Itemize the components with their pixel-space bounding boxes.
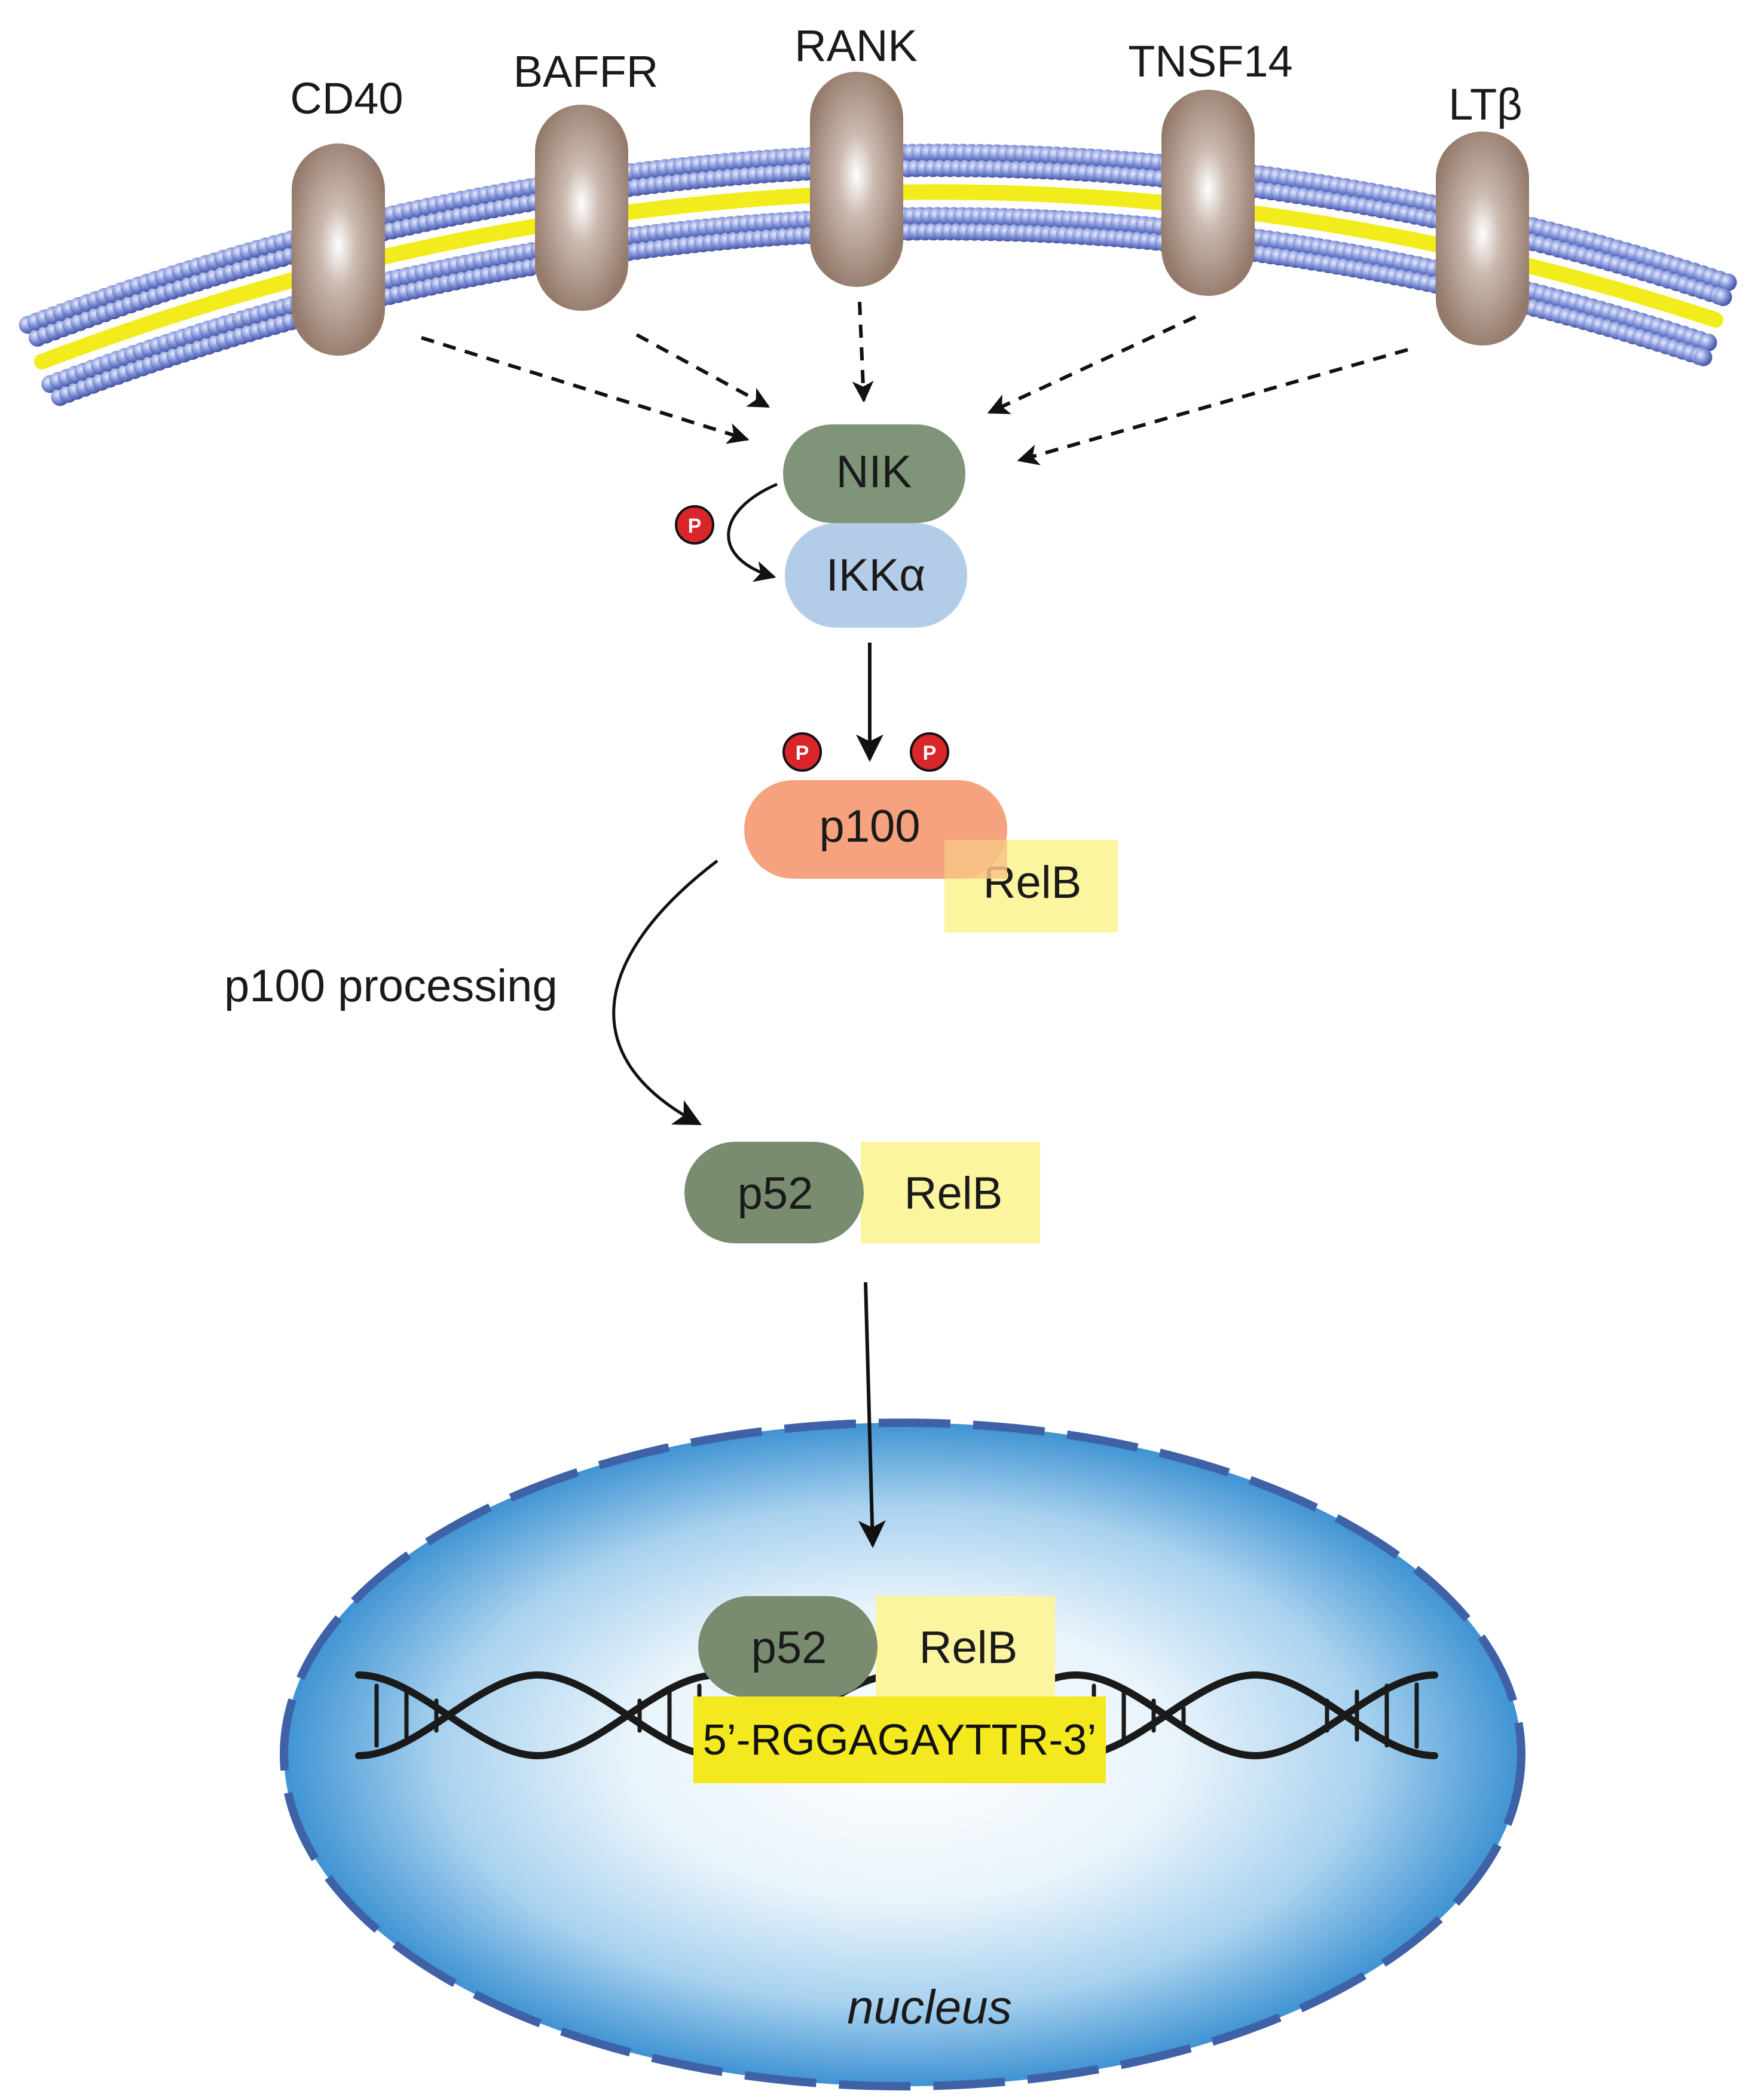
p52-complex-nucleus: p52 xyxy=(698,1596,878,1698)
receptor-signal-arrows xyxy=(421,301,1408,466)
lipid-head xyxy=(1694,348,1713,366)
receptor-label-tnsf14: TNSF14 xyxy=(1128,36,1293,86)
receptor-label-rank: RANK xyxy=(794,21,918,71)
receptor-baffr: BAFFR xyxy=(513,47,659,311)
p52-complex: p52 xyxy=(684,1142,864,1243)
svg-text:P: P xyxy=(796,742,809,765)
relb-label: RelB xyxy=(904,1168,1003,1219)
dna-sequence-label: 5’-RGGAGAYTTR-3’ xyxy=(703,1716,1097,1764)
lipid-head xyxy=(1714,288,1732,306)
p100-processing-arrow xyxy=(612,860,719,1126)
arrow-cd40-to-nik xyxy=(421,336,750,444)
relb-box-p100: RelB xyxy=(944,840,1118,933)
receptor-tnsf14: TNSF14 xyxy=(1128,36,1293,296)
phospho-badge-p100-right: P xyxy=(910,732,949,772)
lipid-head xyxy=(1699,334,1717,351)
arrow-p52-to-nucleus xyxy=(858,1282,886,1548)
relb-box-nucleus: RelB xyxy=(876,1596,1055,1698)
relb-box: RelB xyxy=(861,1142,1040,1243)
lipid-head xyxy=(1719,273,1737,292)
arrow-rank-to-nik xyxy=(852,301,874,403)
arrow-tnsf14-to-nik xyxy=(987,315,1197,414)
p52-label: p52 xyxy=(738,1168,814,1219)
p100-processing-label: p100 processing xyxy=(224,961,558,1011)
nucleus-label: nucleus xyxy=(847,1980,1012,2034)
svg-text:P: P xyxy=(688,515,702,537)
receptor-rank: RANK xyxy=(794,21,918,287)
receptors: CD40 BAFFR RANK TNSF14 LTβ xyxy=(290,21,1529,356)
arrow-ltb-to-nik xyxy=(1017,348,1408,466)
nik-phosphorylation-arrow xyxy=(727,482,778,582)
receptor-cd40: CD40 xyxy=(290,74,403,356)
receptor-label-ltb: LTβ xyxy=(1448,80,1522,129)
svg-text:P: P xyxy=(923,742,937,765)
ikka-label: IKKα xyxy=(826,550,925,601)
nik-complex: NIK xyxy=(783,424,965,523)
receptor-ltb: LTβ xyxy=(1436,80,1529,346)
relb-label-nucleus: RelB xyxy=(919,1622,1018,1673)
arrow-baffr-to-nik xyxy=(635,333,771,408)
dna-sequence-box: 5’-RGGAGAYTTR-3’ xyxy=(693,1696,1106,1783)
phospho-badge-p100-left: P xyxy=(782,732,822,772)
p100-complex: p100 xyxy=(744,780,1007,879)
p52-label-nucleus: p52 xyxy=(751,1622,827,1673)
nik-label: NIK xyxy=(836,447,912,497)
receptor-label-baffr: BAFFR xyxy=(513,47,659,96)
p100-label: p100 xyxy=(819,801,920,852)
dna-base-pairs xyxy=(374,1682,1419,1749)
receptor-label-cd40: CD40 xyxy=(290,74,403,123)
ikka-complex: IKKα xyxy=(785,523,967,628)
phospho-badge-ikka: P xyxy=(675,505,714,545)
